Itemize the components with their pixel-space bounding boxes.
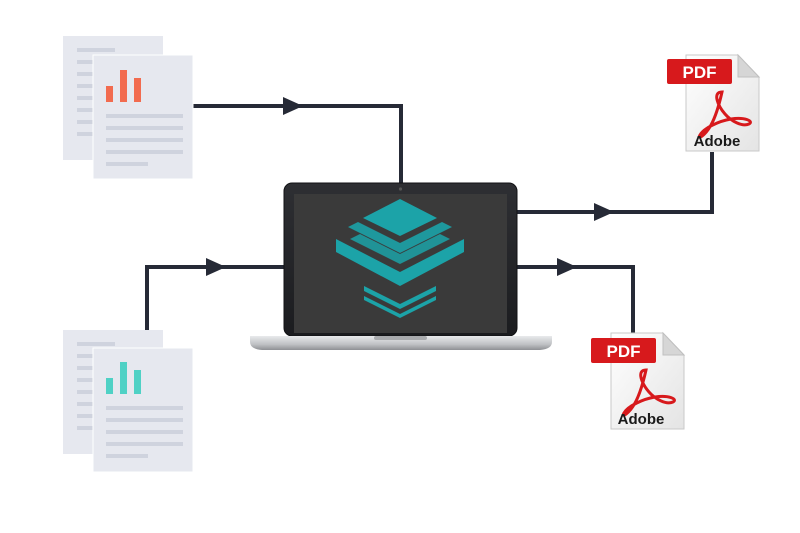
stacked-layers-logo-icon [336, 199, 464, 318]
document-lines [106, 406, 183, 458]
laptop [250, 182, 552, 350]
document-lines [106, 114, 183, 166]
pdf-badge [591, 338, 656, 363]
pdf-file-top: PDF Adobe [667, 53, 761, 152]
connector-top-output [517, 152, 714, 214]
adobe-label: Adobe [618, 411, 665, 428]
arrow-right-icon [594, 203, 614, 221]
bar-chart-icon [106, 362, 141, 394]
arrowheads [206, 97, 614, 276]
laptop-base-notch [374, 336, 427, 340]
report-document-top [63, 36, 194, 180]
pdf-page-fold [662, 331, 686, 356]
pdf-badge-label: PDF [683, 63, 717, 82]
connector-top-input [193, 104, 403, 183]
adobe-acrobat-icon [697, 90, 752, 139]
connector-bottom-input [145, 265, 285, 330]
arrow-right-icon [557, 258, 577, 276]
arrow-right-icon [206, 258, 226, 276]
connector-bottom-output [517, 265, 635, 333]
adobe-label: Adobe [694, 133, 741, 150]
pdf-file-bottom: PDF Adobe [591, 331, 686, 430]
pdf-page-fold [737, 53, 761, 78]
laptop-camera [398, 187, 403, 191]
adobe-acrobat-icon [621, 368, 676, 417]
bar-chart-icon [106, 70, 141, 102]
report-document-bottom [63, 330, 194, 473]
arrow-right-icon [283, 97, 303, 115]
pdf-badge-label: PDF [607, 342, 641, 361]
connectors [145, 104, 714, 333]
laptop-base [250, 336, 552, 350]
pdf-badge [667, 59, 732, 84]
